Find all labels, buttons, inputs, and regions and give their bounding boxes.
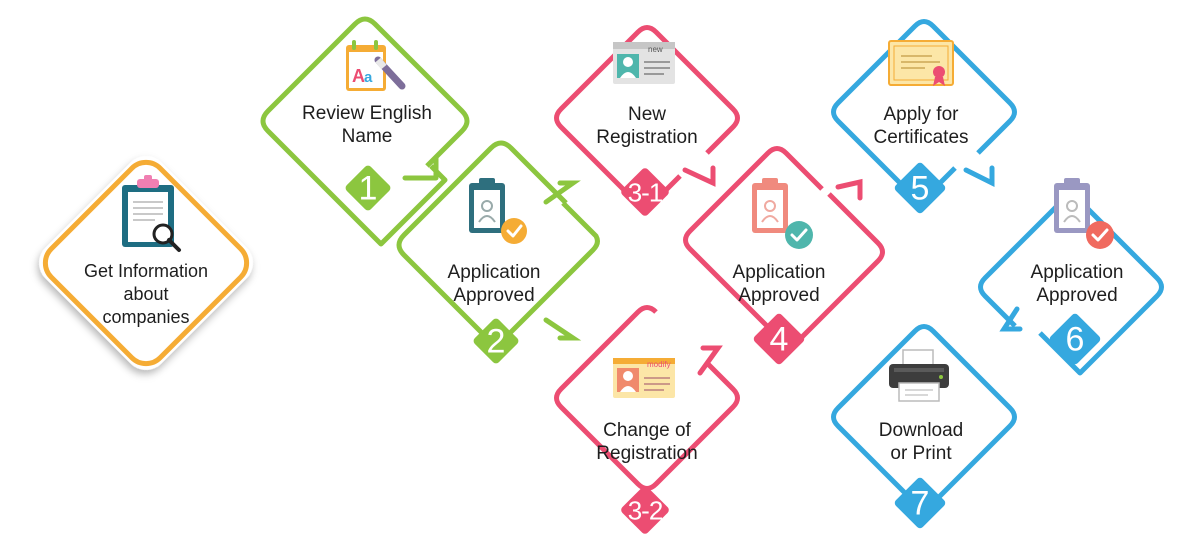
new-id-card-icon (613, 42, 675, 84)
step-3-2-diamond (554, 305, 740, 534)
approved-clipboard-icon (1054, 178, 1114, 249)
approved-clipboard-icon (469, 178, 527, 244)
step-7-diamond (831, 324, 1017, 529)
card-tag-modify: modify (647, 360, 671, 369)
step-5-number: 5 (910, 169, 930, 208)
step-2-number: 2 (486, 322, 506, 361)
step-6-label: Application Approved (1030, 262, 1124, 306)
svg-text:a: a (364, 69, 373, 86)
modify-id-card-icon (613, 358, 675, 398)
start-label: Get Information about companies (83, 261, 209, 327)
approved-clipboard-icon (752, 178, 813, 249)
step-2-diamond (396, 140, 600, 364)
certificate-icon (888, 40, 954, 86)
step-4-number: 4 (769, 320, 789, 359)
step-7-label: Download or Print (878, 420, 964, 464)
step-1-diamond (260, 16, 470, 247)
step-4-diamond (683, 146, 885, 365)
clipboard-search-icon (122, 175, 181, 252)
step-4-label: Application Approved (732, 262, 826, 306)
step-1-number: 1 (358, 169, 378, 208)
step-6-number: 6 (1065, 320, 1085, 359)
step-7-number: 7 (910, 484, 930, 523)
step-1-label: Review English Name (302, 103, 432, 147)
card-tag-new: new (648, 45, 663, 54)
step-3-2-label: Change of Registration (596, 420, 698, 464)
dictionary-icon: A a (346, 40, 406, 91)
step-3-1-diamond (554, 25, 740, 216)
step-2-label: Application Approved (447, 262, 541, 306)
step-3-1-number: 3-1 (627, 177, 664, 208)
step-5-diamond (831, 19, 1017, 214)
printer-icon (889, 349, 949, 402)
step-3-2-number: 3-2 (627, 495, 664, 526)
start-diamond (39, 156, 253, 370)
step-3-1-label: New Registration (596, 104, 698, 148)
step-5-label: Apply for Certificates (873, 104, 969, 148)
svg-text:A: A (352, 66, 365, 86)
